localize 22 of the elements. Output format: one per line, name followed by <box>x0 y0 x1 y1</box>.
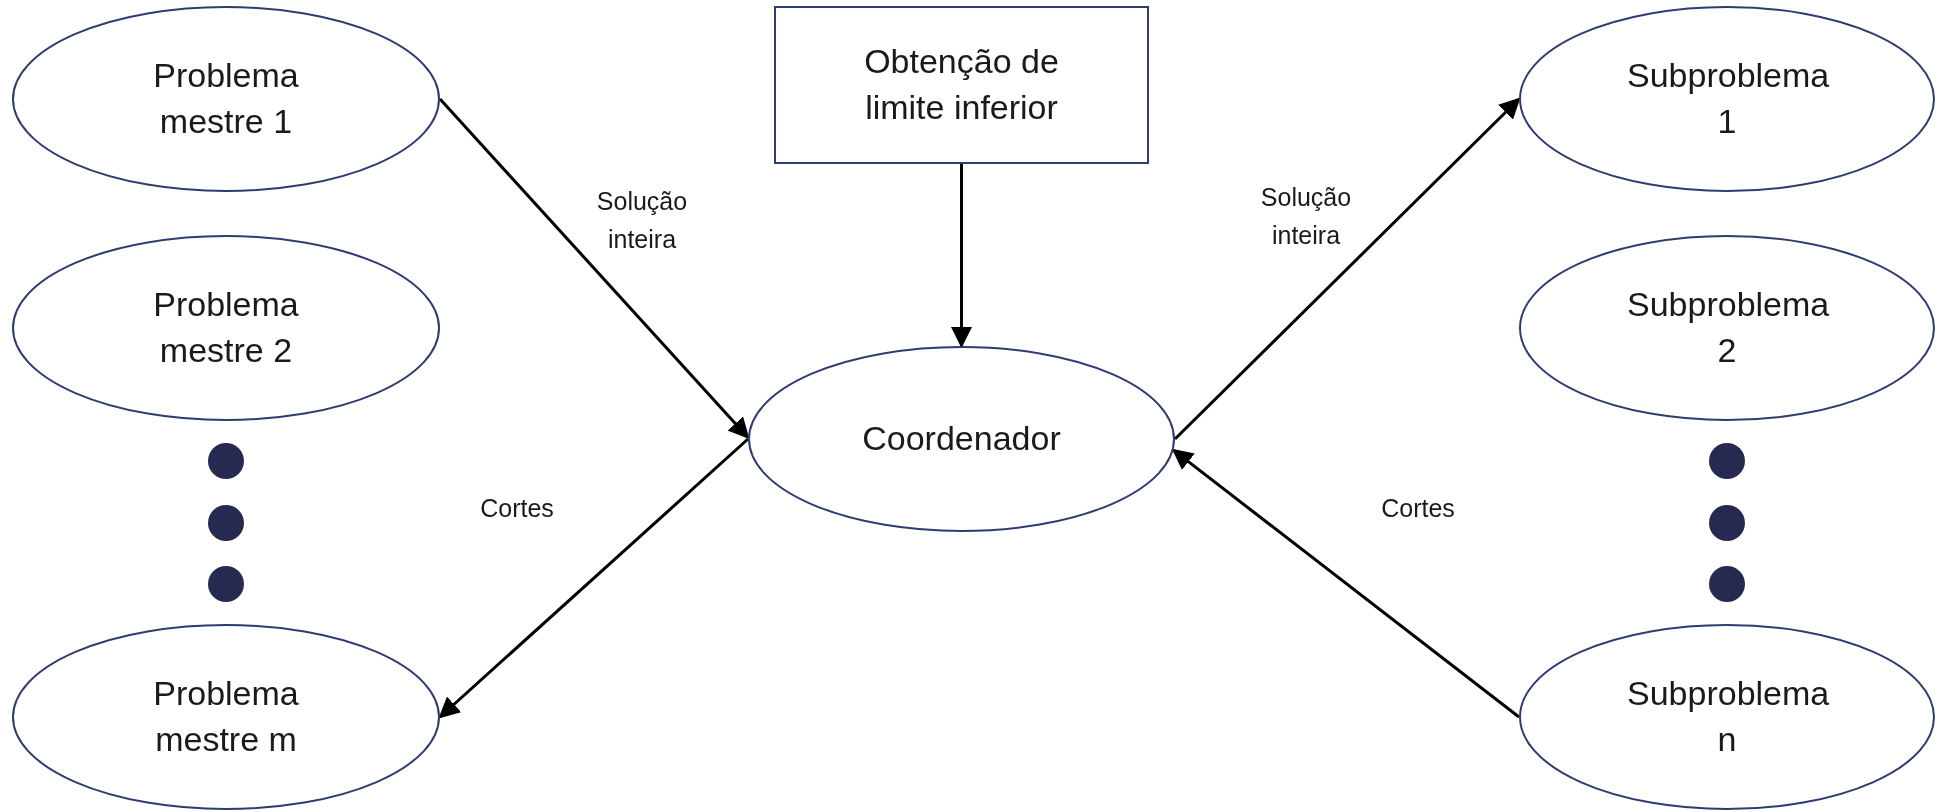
process-ellipse <box>12 624 440 810</box>
arrow <box>438 98 750 440</box>
process-ellipse <box>12 6 440 192</box>
arrow <box>1173 97 1521 441</box>
process-box <box>774 6 1149 164</box>
node-label: Coordenador <box>862 418 1061 460</box>
node-label: Problema mestre 1 <box>152 55 300 142</box>
node-label: Problema mestre m <box>152 673 300 760</box>
process-ellipse <box>1519 235 1935 421</box>
edge-label: Solução inteira <box>1259 181 1353 250</box>
edge-label: Solução inteira <box>595 185 689 254</box>
arrow <box>951 164 972 349</box>
node-label: Problema mestre 2 <box>152 284 300 371</box>
process-ellipse <box>12 235 440 421</box>
process-ellipse <box>1519 6 1935 192</box>
arrow <box>1171 448 1520 719</box>
node-label: Obtenção de limite inferior <box>863 41 1060 128</box>
process-ellipse <box>748 346 1175 532</box>
edge-label: Cortes <box>1381 493 1455 525</box>
arrow <box>438 437 749 719</box>
edge-label: Cortes <box>480 493 554 525</box>
process-ellipse <box>1519 624 1935 810</box>
